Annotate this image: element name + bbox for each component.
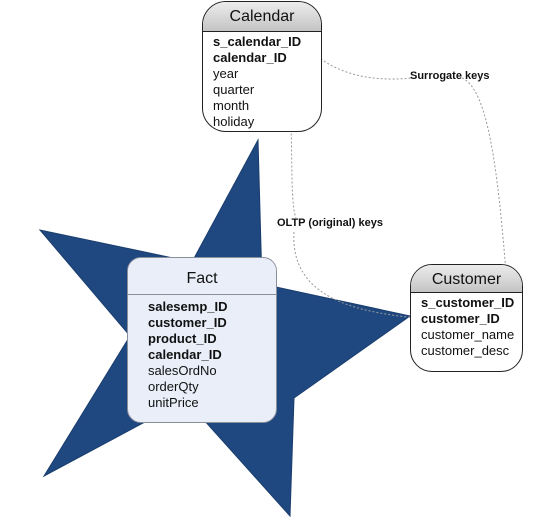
- calendar-field: s_calendar_ID: [213, 34, 302, 49]
- calendar-field: year: [213, 66, 239, 81]
- calendar-entity-title: Calendar: [203, 2, 321, 32]
- oltp-connector-customer: [293, 231, 417, 319]
- customer-field: s_customer_ID: [421, 295, 515, 310]
- customer-field: customer_name: [421, 327, 515, 342]
- customer-field: customer_desc: [421, 343, 510, 358]
- fact-field: customer_ID: [148, 315, 227, 330]
- calendar-field: holiday: [213, 114, 255, 129]
- fact-field: calendar_ID: [148, 347, 222, 362]
- fact-field: product_ID: [148, 331, 217, 346]
- fact-entity-title: Fact: [128, 258, 276, 295]
- calendar-field: quarter: [213, 82, 255, 97]
- fact-field: salesOrdNo: [148, 363, 217, 378]
- calendar-field: calendar_ID: [213, 50, 287, 65]
- fact-field: orderQty: [148, 379, 199, 394]
- customer-entity-title: Customer: [411, 265, 522, 293]
- calendar-field: month: [213, 98, 250, 113]
- customer-field: customer_ID: [421, 311, 500, 326]
- surrogate-keys-label: Surrogate keys: [410, 70, 490, 82]
- surrogate-connector-calendar: [299, 39, 413, 80]
- fact-field: unitPrice: [148, 395, 199, 410]
- oltp-keys-label: OLTP (original) keys: [277, 217, 383, 229]
- surrogate-connector-customer: [461, 77, 509, 297]
- fact-field: salesemp_ID: [148, 299, 228, 314]
